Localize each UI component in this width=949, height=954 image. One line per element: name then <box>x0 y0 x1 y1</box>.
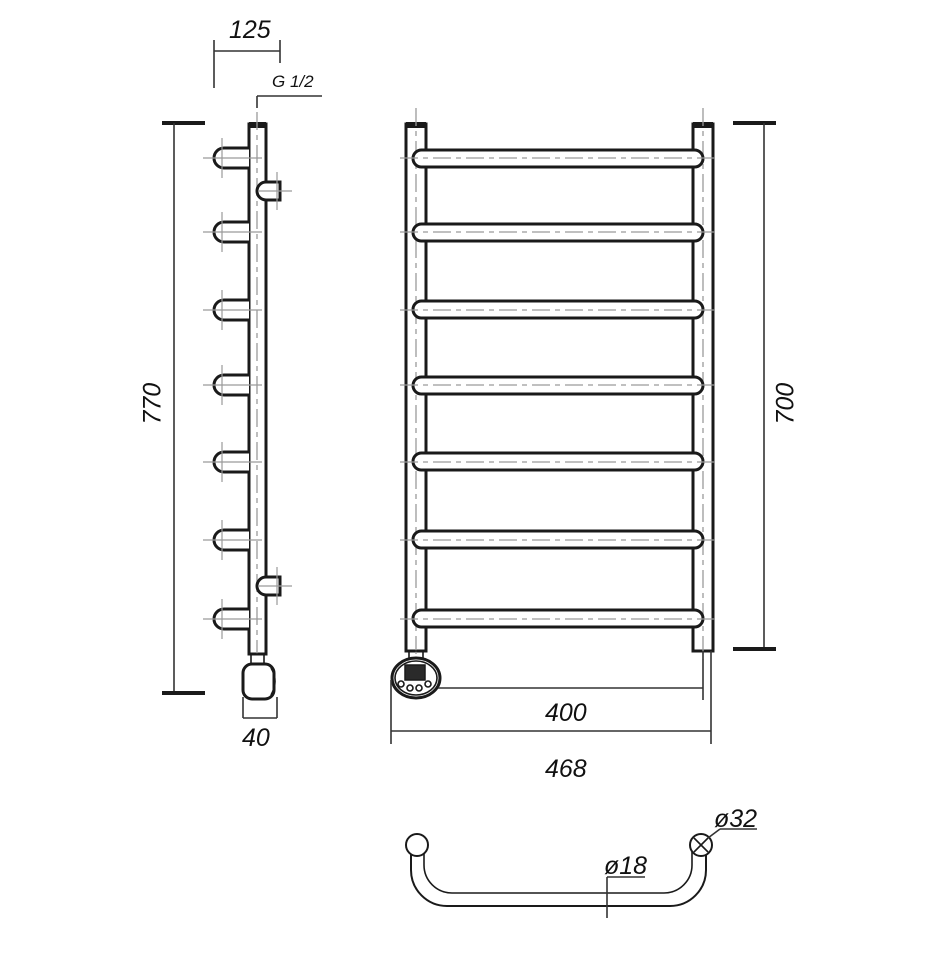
side-view <box>162 40 322 719</box>
connection-thread-label: G 1/2 <box>272 72 314 91</box>
heater-width-label: 40 <box>242 724 270 752</box>
overall-height-label: 770 <box>138 382 167 425</box>
pipe-diameter-label: ø32 <box>714 805 758 833</box>
side-heater <box>241 653 276 701</box>
front-rungs <box>400 148 718 629</box>
side-rungs <box>203 138 262 639</box>
front-view <box>390 108 776 744</box>
center-width-label: 400 <box>545 699 587 727</box>
overall-width-label: 468 <box>545 755 587 783</box>
depth-dimension-label: 125 <box>229 16 271 44</box>
heater-control-unit <box>390 650 442 700</box>
mount-brackets <box>255 172 292 605</box>
top-view <box>405 828 757 918</box>
center-height-label: 700 <box>771 382 800 425</box>
rung-diameter-label: ø18 <box>604 852 648 880</box>
